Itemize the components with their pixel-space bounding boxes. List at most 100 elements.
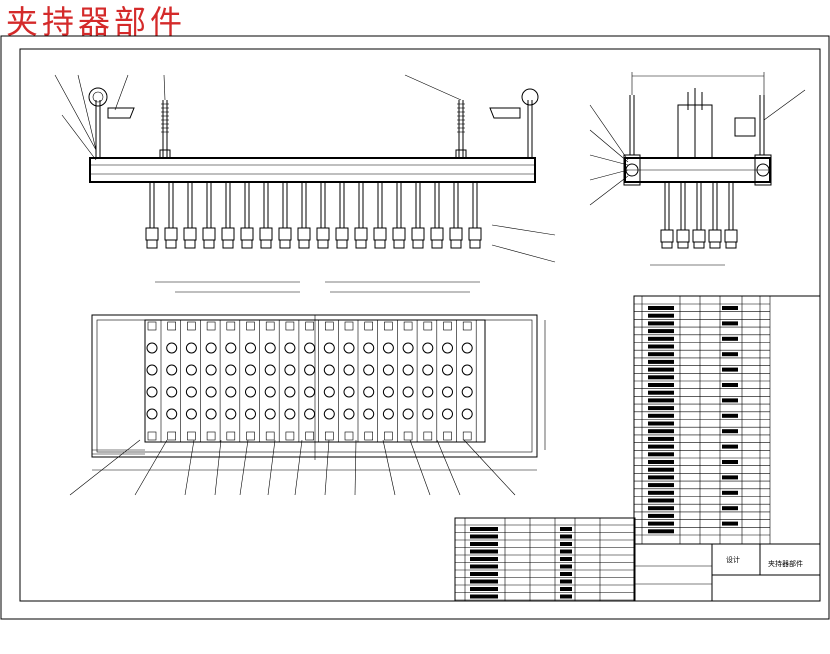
gripper-cup <box>205 364 217 376</box>
gripper-cup <box>323 386 335 398</box>
leader-line <box>114 74 129 111</box>
designer-label: 设计 <box>726 555 740 564</box>
side-clamp-right <box>754 154 772 186</box>
part-entry <box>648 475 674 480</box>
sheet-outer-border <box>0 35 830 620</box>
part-entry <box>648 383 674 387</box>
gripper-cup <box>245 408 256 420</box>
gripper-cup <box>363 386 375 398</box>
leader-line <box>214 439 222 496</box>
gripper-cup <box>284 386 296 398</box>
parts-list-table <box>633 295 821 545</box>
gripper-cup <box>146 408 158 420</box>
leader-line <box>324 439 330 496</box>
gripper-cup <box>284 342 296 354</box>
gripper-cup <box>185 364 197 376</box>
part-entry <box>470 557 498 561</box>
gripper-cup <box>185 386 197 398</box>
side-clamp-left <box>623 154 641 186</box>
part-entry <box>648 421 674 426</box>
gripper-cup <box>166 386 178 398</box>
gripper-cup <box>304 364 316 376</box>
gripper-cup <box>442 342 453 354</box>
gripper-cup <box>422 364 434 376</box>
leader-line <box>589 169 629 181</box>
leader-line <box>77 74 97 151</box>
part-entry <box>648 329 674 334</box>
gripper-cup <box>323 342 335 354</box>
part-entry <box>648 436 674 441</box>
gripper-cup <box>166 408 178 420</box>
top-frame <box>91 314 538 458</box>
part-entry <box>648 352 674 357</box>
gripper-cup <box>461 386 473 398</box>
part-entry <box>648 444 674 449</box>
gripper-cup <box>205 386 217 398</box>
part-entry <box>648 313 674 318</box>
leader-line <box>54 74 97 151</box>
label-plate-right <box>489 107 521 119</box>
gripper-cup <box>146 364 158 376</box>
nut <box>159 149 171 159</box>
part-entry <box>648 390 674 395</box>
gripper-cup <box>442 386 453 398</box>
part-entry <box>470 534 498 539</box>
gripper-cup <box>245 342 256 354</box>
front-crossbeam <box>89 157 536 183</box>
part-entry <box>470 572 498 576</box>
leader-line <box>763 89 806 121</box>
leader-line <box>491 244 556 263</box>
gripper-cup <box>166 342 178 354</box>
leader-line <box>589 175 629 206</box>
gripper-cup <box>382 386 394 398</box>
part-entry <box>648 529 674 534</box>
gripper-cup <box>205 408 217 420</box>
gripper-cup <box>422 408 434 420</box>
leader-line <box>589 154 629 166</box>
gripper-cup <box>284 408 296 420</box>
part-entry <box>470 527 498 531</box>
front-threaded-rods <box>159 100 467 159</box>
leader-line <box>409 439 431 496</box>
gripper-cup <box>422 342 434 354</box>
leader-line <box>267 439 276 496</box>
gripper-cup <box>382 364 394 376</box>
part-entry <box>648 306 674 310</box>
gripper-cup <box>461 408 473 420</box>
gripper-cup <box>461 342 473 354</box>
part-entry <box>648 336 674 341</box>
side-view <box>589 72 806 266</box>
side-gripper-fingers <box>660 182 738 249</box>
leader-line <box>436 439 461 496</box>
gripper-cup <box>264 386 276 398</box>
part-entry <box>648 359 674 364</box>
leader-line <box>589 104 629 161</box>
gripper-cup <box>422 386 434 398</box>
part-entry <box>648 506 674 511</box>
gripper-grid <box>146 320 477 442</box>
part-name: 夹持器部件 <box>768 559 803 568</box>
leader-line <box>354 439 357 496</box>
leader-line <box>163 74 166 101</box>
part-entry <box>470 542 498 546</box>
front-view <box>54 74 556 263</box>
front-gripper-fingers <box>145 182 482 249</box>
gripper-cup <box>442 408 453 420</box>
title-block: 设计 夹持器部件 <box>633 543 821 602</box>
lifting-ring-right <box>521 88 539 106</box>
part-entry <box>648 460 674 464</box>
gripper-cup <box>402 386 414 398</box>
part-entry <box>648 467 674 472</box>
gripper-cup <box>304 408 316 420</box>
leader-line <box>382 439 396 496</box>
part-entry <box>648 521 674 526</box>
leader-line <box>184 439 195 496</box>
gripper-cup <box>343 408 355 420</box>
gripper-cup <box>343 386 355 398</box>
part-entry <box>648 375 674 380</box>
part-entry <box>648 452 674 457</box>
label-plate <box>107 107 135 119</box>
leader-line <box>589 129 629 163</box>
gripper-cup <box>225 364 237 376</box>
